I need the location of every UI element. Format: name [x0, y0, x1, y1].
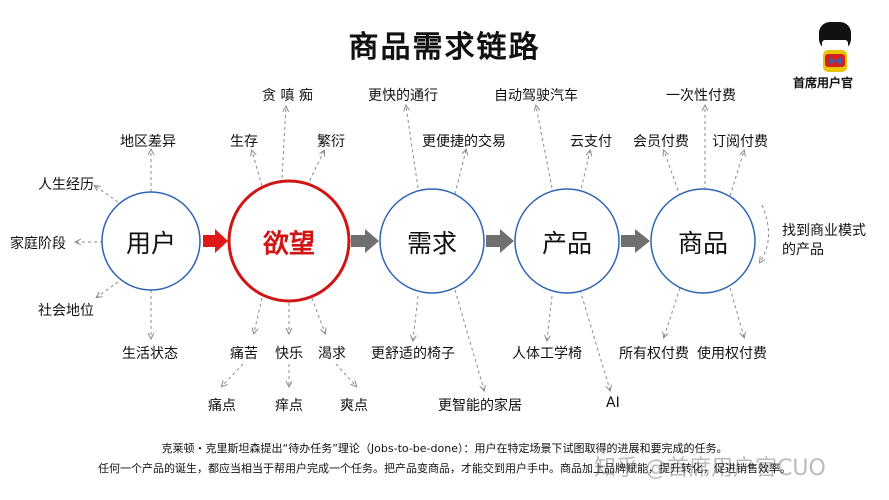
user-label-region: 地区差异 — [120, 134, 176, 150]
desire-node: 欲望 — [262, 229, 316, 260]
product-label-cloudpay: 云支付 — [570, 134, 612, 150]
need-label-faster: 更快的通行 — [368, 88, 438, 104]
desire-label-itchpoint: 痒点 — [275, 398, 303, 414]
user-to-desire-arrow — [203, 229, 228, 253]
product-to-cloudpay-arrow — [579, 151, 590, 195]
need-to-smarthome-arrow — [454, 289, 484, 390]
need-circle — [379, 188, 485, 294]
user-label-social: 社会地位 — [38, 303, 94, 319]
desire-to-thirst-arrow — [311, 297, 325, 333]
desire-label-thirst: 渴求 — [318, 346, 346, 362]
goods-label-member: 会员付费 — [633, 134, 689, 150]
desire-label-reproduce: 繁衍 — [317, 134, 345, 150]
need-node: 需求 — [406, 229, 458, 258]
product-label-ergochair: 人体工学椅 — [512, 346, 582, 362]
goods-label-side-1: 找到商业模式 — [782, 223, 866, 239]
product-circle — [514, 188, 620, 294]
desire-circle — [227, 179, 351, 303]
user-to-life-arrow — [95, 186, 119, 203]
user-node: 用户 — [125, 229, 177, 258]
product-to-car-arrow — [536, 106, 553, 189]
goods-to-subscribe-arrow — [729, 151, 744, 197]
brand-logo-icon — [819, 22, 851, 72]
goods-label-ownership: 所有权付费 — [619, 346, 689, 362]
need-label-chair: 更舒适的椅子 — [371, 346, 455, 362]
brand-logo-text: 首席用户官 — [793, 76, 854, 90]
need-to-product-arrow — [486, 229, 514, 253]
desire-to-survive-arrow — [252, 151, 263, 187]
goods-label-onetime: 一次性付费 — [666, 88, 736, 104]
thirst-to-coolpoint-arrow — [335, 363, 356, 386]
need-to-faster-arrow — [406, 106, 419, 189]
desire-to-need-arrow — [351, 229, 379, 253]
user-label-status: 生活状态 — [122, 346, 178, 362]
footer-line-2: 任何一个产品的诞生，都应当相当于帮用户完成一个任务。把产品变商品，才能交到用户手… — [98, 462, 791, 475]
pain-to-painpoint-arrow — [222, 363, 244, 386]
product-label-car: 自动驾驶汽车 — [494, 88, 578, 104]
desire-label-happy: 快乐 — [275, 346, 303, 362]
goods-label-usage: 使用权付费 — [697, 346, 767, 362]
desire-label-coolpoint: 爽点 — [340, 398, 368, 414]
goods-label-side-2: 的产品 — [782, 242, 824, 258]
footer-line-1: 克莱顿・克里斯坦森提出“待办任务”理论（Jobs-to-be-done）：用户在… — [161, 442, 728, 455]
goods-to-ownership-arrow — [664, 287, 681, 337]
product-node: 产品 — [541, 229, 593, 258]
goods-side-loop-arrow — [760, 204, 769, 262]
goods-node: 商品 — [677, 229, 729, 258]
goods-to-usage-arrow — [729, 287, 744, 337]
need-label-easier: 更便捷的交易 — [422, 134, 506, 150]
desire-label-pain: 痛苦 — [230, 346, 258, 362]
page-title: 商品需求链路 — [348, 30, 541, 65]
watermark: 知乎 @首席用户官CUO — [594, 456, 826, 481]
desire-to-pain-arrow — [254, 297, 263, 333]
goods-label-subscribe: 订阅付费 — [712, 134, 768, 150]
desire-to-greed-arrow — [281, 107, 286, 179]
product-to-goods-arrow — [621, 229, 650, 253]
user-to-social-arrow — [97, 281, 119, 297]
user-circle — [101, 191, 201, 291]
product-to-ai-arrow — [579, 289, 610, 390]
need-to-chair-arrow — [413, 295, 419, 340]
product-label-ai: AI — [606, 395, 620, 411]
goods-to-member-arrow — [664, 151, 681, 197]
desire-label-greed: 贪 嗔 痴 — [262, 88, 313, 104]
product-to-ergochair-arrow — [547, 295, 553, 340]
goods-circle — [650, 188, 756, 294]
need-to-easier-arrow — [454, 150, 466, 195]
user-label-experience: 人生经历 — [38, 177, 94, 193]
desire-label-survive: 生存 — [230, 134, 258, 150]
desire-label-painpoint: 痛点 — [208, 398, 236, 414]
need-label-smarthome: 更智能的家居 — [438, 398, 522, 414]
desire-to-reproduce-arrow — [306, 151, 324, 187]
user-label-family: 家庭阶段 — [10, 236, 66, 252]
